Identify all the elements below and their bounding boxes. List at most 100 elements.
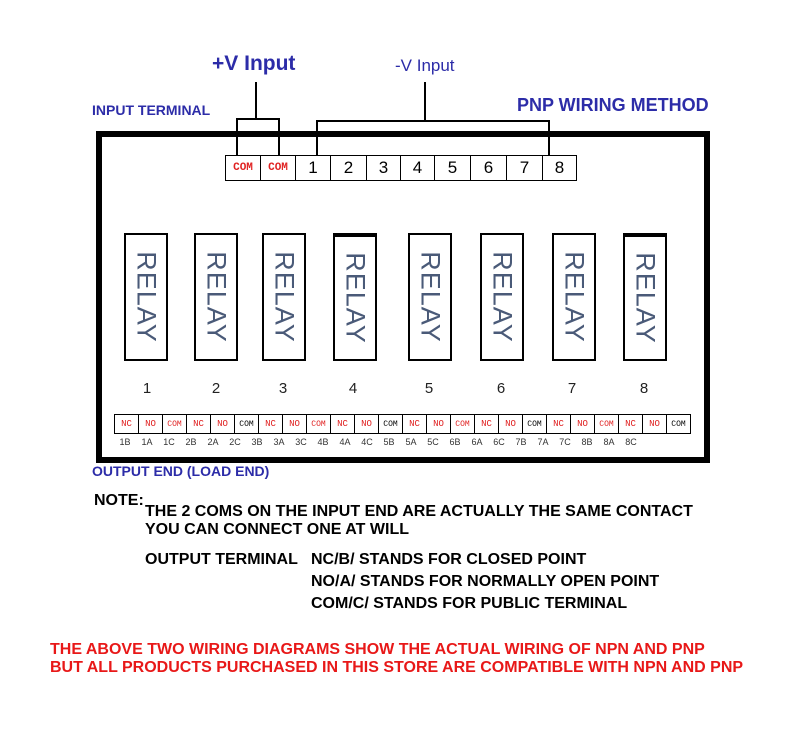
neg-input-bracket-top (316, 120, 550, 122)
note-no-definition: NO/A/ STANDS FOR NORMALLY OPEN POINT (311, 573, 660, 590)
output-terminal-3c: COM (306, 414, 331, 434)
pos-input-bracket-top (236, 118, 280, 120)
relay-5: RELAY (408, 233, 452, 361)
output-terminal-label-3a: 3A (273, 437, 285, 447)
note-nc-definition: NC/B/ STANDS FOR CLOSED POINT (311, 551, 587, 568)
output-terminal-label-3b: 3B (251, 437, 263, 447)
output-terminal-label-4b: 4B (317, 437, 329, 447)
output-terminal-label-5b: 5B (383, 437, 395, 447)
output-terminal-label-5c: 5C (427, 437, 439, 447)
relay-2-label: RELAY (201, 251, 232, 343)
neg-input-bracket-left (316, 120, 318, 156)
relay-1-label: RELAY (131, 251, 162, 343)
output-terminal-label-6b: 6B (449, 437, 461, 447)
input-terminal-4: 4 (400, 155, 435, 181)
output-terminal-8c: COM (666, 414, 691, 434)
input-terminal-1: 1 (295, 155, 331, 181)
input-terminal-com-2: COM (260, 155, 296, 181)
wiring-method-title: PNP WIRING METHOD (517, 95, 709, 115)
input-terminal-8: 8 (542, 155, 577, 181)
relay-8-label: RELAY (630, 252, 661, 344)
output-terminal-label-5a: 5A (405, 437, 417, 447)
output-terminal-1a: NO (138, 414, 163, 434)
output-terminal-label-7c: 7C (559, 437, 571, 447)
output-terminal-label-1b: 1B (119, 437, 131, 447)
input-terminal-5: 5 (434, 155, 471, 181)
output-terminal-2b: NC (186, 414, 211, 434)
output-terminal-2a: NO (210, 414, 235, 434)
output-terminal-label-2b: 2B (185, 437, 197, 447)
output-terminal-3a: NO (282, 414, 307, 434)
relay-number-6: 6 (496, 380, 506, 397)
output-terminal-label-7a: 7A (537, 437, 549, 447)
output-terminal-label-2c: 2C (229, 437, 241, 447)
output-terminal-3b: NC (258, 414, 283, 434)
output-terminal-label-4c: 4C (361, 437, 373, 447)
input-terminal-6: 6 (470, 155, 507, 181)
relay-7-label: RELAY (559, 251, 590, 343)
pos-input-label: +V Input (212, 52, 296, 75)
relay-2: RELAY (194, 233, 238, 361)
pos-input-lead (255, 82, 257, 119)
output-terminal-2c: COM (234, 414, 259, 434)
relay-7: RELAY (552, 233, 596, 361)
output-terminal-4b: NC (330, 414, 355, 434)
output-terminal-6c: COM (522, 414, 547, 434)
output-terminal-7b: NC (546, 414, 571, 434)
output-terminal-1c: COM (162, 414, 187, 434)
output-terminal-label-2a: 2A (207, 437, 219, 447)
relay-number-8: 8 (639, 380, 649, 397)
output-terminal-4c: COM (378, 414, 403, 434)
output-terminal-5a: NO (426, 414, 451, 434)
output-terminal-7a: NO (570, 414, 595, 434)
relay-4: RELAY (333, 233, 377, 361)
note-label: NOTE: (94, 492, 144, 509)
input-terminal-2: 2 (330, 155, 367, 181)
output-terminal-heading: OUTPUT TERMINAL (145, 551, 298, 568)
input-terminal-3: 3 (366, 155, 401, 181)
output-terminal-label-6a: 6A (471, 437, 483, 447)
output-terminal-1b: NC (114, 414, 139, 434)
output-terminal-label-8c: 8C (625, 437, 637, 447)
output-end-label: OUTPUT END (LOAD END) (92, 463, 270, 479)
neg-input-bracket-right (548, 120, 550, 156)
output-terminal-label-6c: 6C (493, 437, 505, 447)
output-terminal-label-8a: 8A (603, 437, 615, 447)
note-com-definition: COM/C/ STANDS FOR PUBLIC TERMINAL (311, 595, 628, 612)
neg-input-label: -V Input (395, 56, 455, 75)
input-terminal-block: COM COM 1 2 3 4 5 6 7 8 (225, 155, 577, 181)
output-terminal-8a: NO (642, 414, 667, 434)
output-terminal-6b: NC (474, 414, 499, 434)
output-terminal-6a: NO (498, 414, 523, 434)
input-terminal-label: INPUT TERMINAL (92, 102, 211, 118)
relay-number-2: 2 (211, 380, 221, 397)
relay-5-label: RELAY (415, 251, 446, 343)
output-terminal-label-8b: 8B (581, 437, 593, 447)
input-terminal-com-1: COM (225, 155, 261, 181)
pos-input-bracket-right (278, 118, 280, 156)
pos-input-bracket-left (236, 118, 238, 156)
relay-1: RELAY (124, 233, 168, 361)
output-terminal-label-7b: 7B (515, 437, 527, 447)
output-terminal-4a: NO (354, 414, 379, 434)
output-terminal-label-3c: 3C (295, 437, 307, 447)
relay-board (96, 131, 710, 463)
relay-3: RELAY (262, 233, 306, 361)
relay-6: RELAY (480, 233, 524, 361)
relay-6-label: RELAY (487, 251, 518, 343)
output-terminal-5c: COM (450, 414, 475, 434)
output-terminal-label-4a: 4A (339, 437, 351, 447)
note-line-1: THE 2 COMS ON THE INPUT END ARE ACTUALLY… (145, 503, 693, 520)
relay-4-label: RELAY (340, 252, 371, 344)
neg-input-lead (424, 82, 426, 121)
output-terminal-7c: COM (594, 414, 619, 434)
footer-line-1: THE ABOVE TWO WIRING DIAGRAMS SHOW THE A… (50, 641, 705, 658)
output-terminal-8b: NC (618, 414, 643, 434)
relay-number-3: 3 (278, 380, 288, 397)
footer-line-2: BUT ALL PRODUCTS PURCHASED IN THIS STORE… (50, 659, 744, 676)
note-line-2: YOU CAN CONNECT ONE AT WILL (145, 521, 409, 538)
input-terminal-7: 7 (506, 155, 543, 181)
relay-8: RELAY (623, 233, 667, 361)
